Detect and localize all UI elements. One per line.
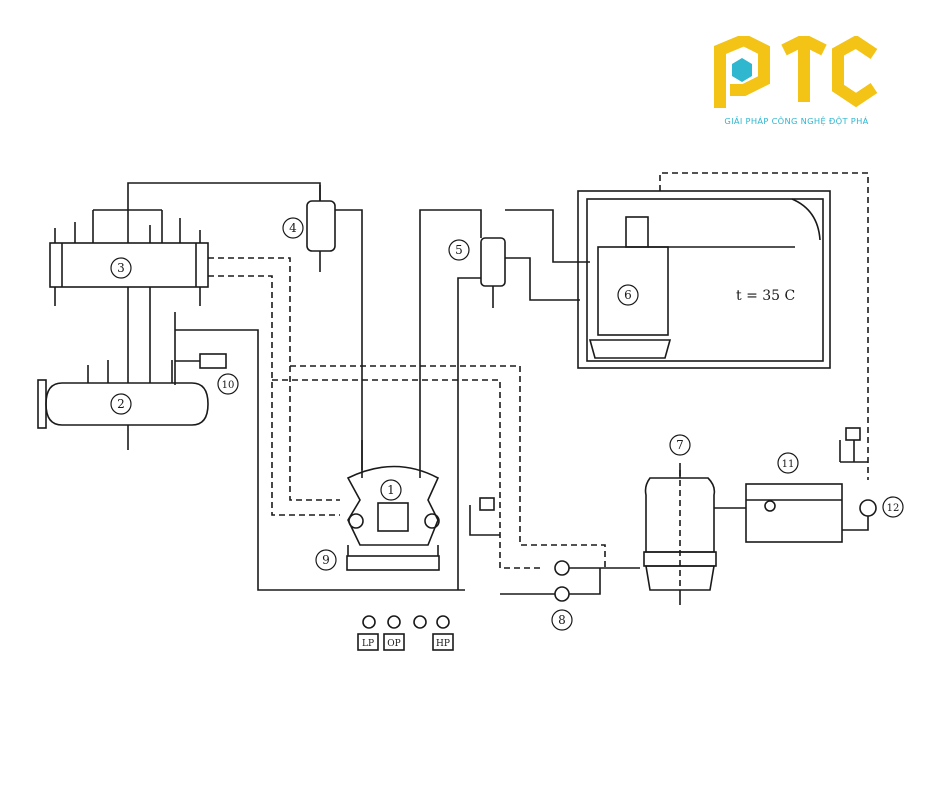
- callout-number-6: 6: [624, 288, 632, 302]
- gauge-panel: [357, 615, 454, 651]
- callout-number-11: 11: [782, 459, 795, 470]
- callout-number-5: 5: [455, 243, 463, 257]
- condenser: [49, 209, 209, 306]
- callout-5: [448, 239, 470, 261]
- callout-number-1: 1: [387, 483, 395, 497]
- callout-number-8: 8: [558, 613, 566, 627]
- callout-9: [315, 549, 337, 571]
- callout-1: [380, 479, 402, 501]
- dashed-lines: [208, 172, 869, 590]
- compressor: [346, 440, 440, 571]
- callout-number-7: 7: [676, 438, 684, 452]
- callout-10: [217, 373, 239, 395]
- gauge-label-op: OP: [387, 639, 400, 649]
- callout-7: [669, 434, 691, 456]
- callout-8: [551, 609, 573, 631]
- callout-11: [777, 452, 799, 474]
- brand-tagline: GIẢI PHÁP CÔNG NGHỆ ĐỘT PHÁ: [724, 116, 869, 126]
- receiver-tank: [37, 287, 209, 450]
- filter-drier: [174, 312, 465, 591]
- callout-6: [617, 284, 639, 306]
- callout-3: [110, 257, 132, 279]
- callout-number-10: 10: [222, 380, 235, 391]
- water-tank: [714, 427, 877, 543]
- callout-number-12: 12: [887, 503, 900, 514]
- brand-logo: GIẢI PHÁP CÔNG NGHỆ ĐỘT PHÁ: [706, 33, 886, 136]
- separator: [419, 209, 590, 590]
- room-temperature-label: t = 35 C: [736, 288, 795, 304]
- callout-number-4: 4: [289, 221, 297, 235]
- callout-number-9: 9: [322, 553, 330, 567]
- callout-number-2: 2: [117, 397, 125, 411]
- callout-2: [110, 393, 132, 415]
- gauge-label-lp: LP: [362, 639, 374, 649]
- callout-number-3: 3: [117, 261, 125, 275]
- cold-room: [577, 190, 831, 369]
- cooling-tower: [643, 463, 717, 605]
- ptc-logo-icon: [714, 33, 878, 108]
- water-pumps: [469, 497, 640, 602]
- gauge-label-hp: HP: [436, 639, 450, 649]
- callout-12: [882, 496, 904, 518]
- callout-4: [282, 217, 304, 239]
- oil-separator: [127, 182, 363, 470]
